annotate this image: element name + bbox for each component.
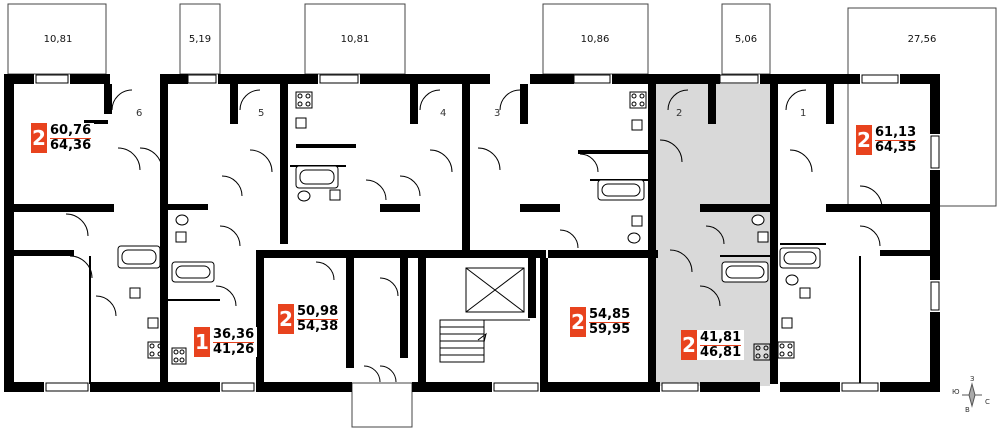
total-area: 59,95: [589, 321, 631, 337]
exterior-walls: [4, 74, 940, 392]
area-values: 36,36 41,26: [210, 326, 258, 357]
compass-east-label: С: [985, 398, 990, 406]
room-count: 2: [278, 304, 294, 334]
living-area: 41,81: [700, 329, 742, 345]
balcony-area-label: 10,81: [43, 34, 73, 45]
room-count: 2: [31, 123, 47, 153]
total-area: 41,26: [213, 341, 255, 357]
compass-west-label: Ю: [952, 388, 960, 396]
apartment-badge[interactable]: 2 41,81 46,81: [681, 329, 745, 360]
apartment-badge[interactable]: 2 50,98 54,38: [278, 303, 342, 334]
apartment-badge[interactable]: 2 61,13 64,35: [856, 124, 920, 155]
door-number: 3: [494, 108, 501, 119]
apartment-badge[interactable]: 2 54,85 59,95: [570, 306, 634, 337]
area-values: 54,85 59,95: [586, 306, 634, 337]
compass-rose: [962, 382, 982, 408]
apartment-badge[interactable]: 2 60,76 64,36: [31, 122, 95, 153]
balcony-area-label: 5,06: [734, 34, 758, 45]
bathtubs: [117, 165, 821, 283]
living-area: 36,36: [213, 326, 255, 342]
door-number: 4: [440, 108, 447, 119]
bathtub-inner: [121, 169, 817, 279]
room-count: 2: [570, 307, 586, 337]
door-number: 5: [258, 108, 265, 119]
doors: [65, 89, 883, 383]
living-area: 60,76: [50, 122, 92, 138]
door-number: 1: [800, 108, 807, 119]
living-area: 54,85: [589, 306, 631, 322]
balcony-area-label: 5,19: [188, 34, 212, 45]
area-values: 41,81 46,81: [697, 329, 745, 360]
living-area: 50,98: [297, 303, 339, 319]
living-area: 61,13: [875, 124, 917, 140]
area-values: 61,13 64,35: [872, 124, 920, 155]
compass-south-label: В: [965, 406, 970, 414]
balcony-area-label: 10,81: [340, 34, 370, 45]
total-area: 64,36: [50, 137, 92, 153]
door-number: 6: [136, 108, 143, 119]
total-area: 64,35: [875, 139, 917, 155]
room-count: 1: [194, 327, 210, 357]
total-area: 54,38: [297, 318, 339, 334]
balcony-outlines: [7, 3, 997, 428]
compass-north-label: З: [970, 375, 975, 383]
balcony-area-label: 27,56: [907, 34, 937, 45]
balcony-area-label: 10,86: [580, 34, 610, 45]
room-count: 2: [681, 330, 697, 360]
apartment-badge[interactable]: 1 36,36 41,26: [194, 326, 258, 357]
windows: [35, 74, 940, 392]
staircase: [439, 319, 530, 363]
elevator-shaft: [465, 267, 525, 313]
interior-walls: [14, 84, 936, 384]
total-area: 46,81: [700, 344, 742, 360]
sanitary-fixtures: [129, 117, 811, 329]
stoves: [147, 91, 795, 365]
area-values: 60,76 64,36: [47, 122, 95, 153]
room-count: 2: [856, 125, 872, 155]
area-values: 50,98 54,38: [294, 303, 342, 334]
door-number: 2: [676, 108, 683, 119]
